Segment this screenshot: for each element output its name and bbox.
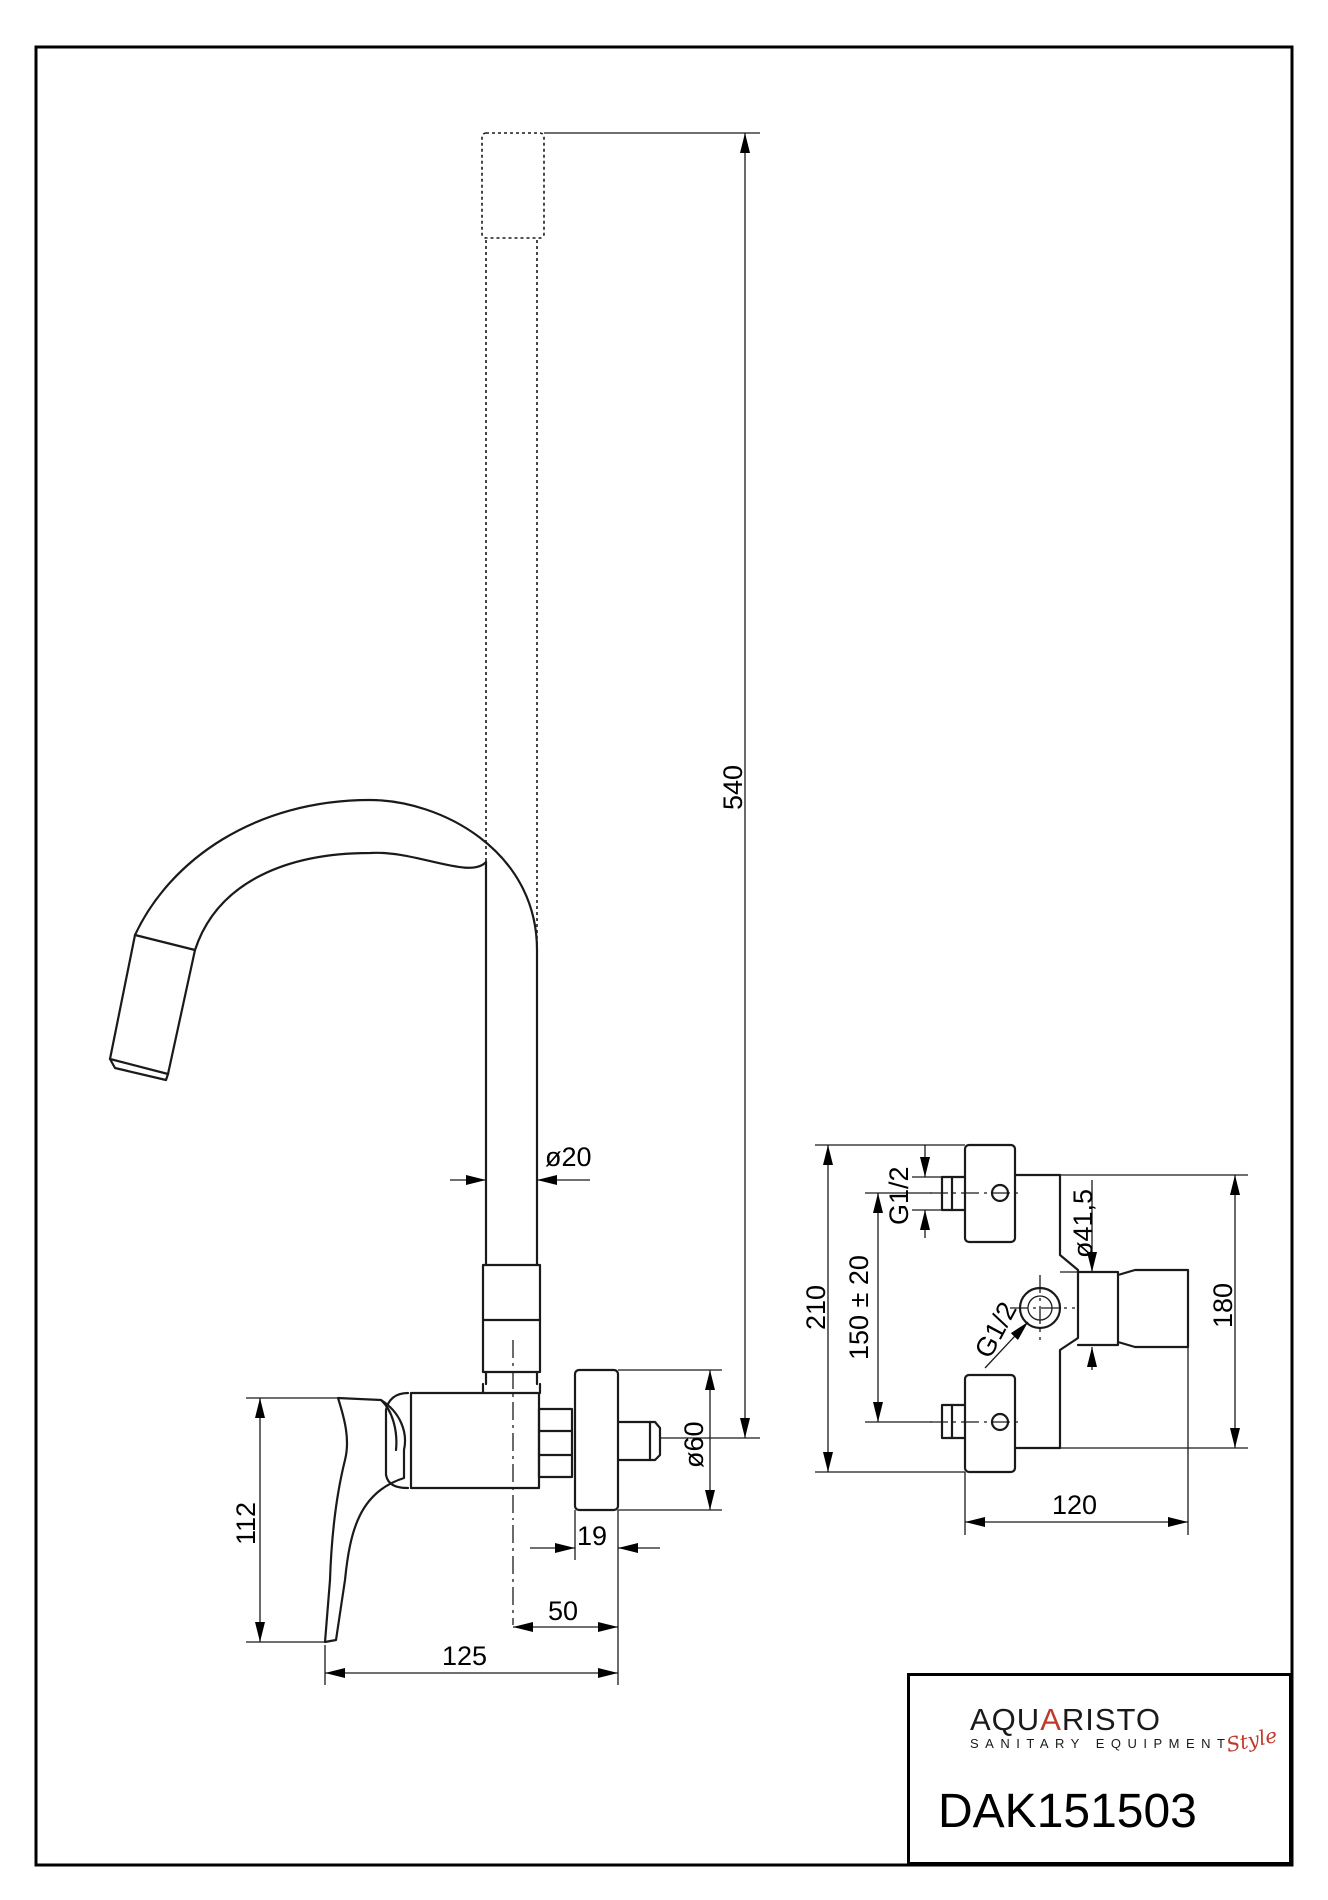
brand-script: Style [1224, 1722, 1280, 1758]
dim-body-height: 180 [1208, 1283, 1238, 1328]
dim-body-width: 120 [1052, 1490, 1097, 1520]
swivel-collar [481, 1263, 542, 1374]
side-body [1013, 1173, 1080, 1450]
aerator [108, 933, 197, 1076]
dim-inlet-spacing: 150 ± 20 [844, 1255, 874, 1360]
dim-connector-length: 19 [577, 1521, 607, 1551]
dim-outlet-diameter: ø41,5 [1068, 1189, 1098, 1258]
brand-tagline: SANITARY EQUIPMENT [970, 1736, 1232, 1751]
front-dimensions: 540 ø20 ø60 112 19 50 125 [231, 132, 760, 1685]
dim-flange-diameter: ø60 [679, 1421, 709, 1468]
dim-total-height: 540 [718, 765, 748, 810]
dim-thread-top: G1/2 [884, 1166, 914, 1225]
side-bottom-flange [963, 1373, 1017, 1474]
mixer-body [409, 1391, 541, 1490]
dim-thread-middle: G1/2 [969, 1297, 1023, 1363]
dim-pipe-diameter: ø20 [545, 1142, 592, 1172]
brand-logo: AQUARISTO [970, 1702, 1162, 1737]
spout-inner [193, 851, 488, 952]
product-code: DAK151503 [938, 1785, 1197, 1838]
lever-handle [323, 1396, 407, 1644]
front-view [108, 132, 662, 1644]
side-view [930, 1143, 1190, 1474]
side-dimensions: 210 150 ± 20 G1/2 G1/2 ø41,5 180 120 [801, 1144, 1248, 1535]
dim-total-depth: 125 [442, 1641, 487, 1671]
wall-flange [573, 1368, 620, 1512]
dim-side-height: 210 [801, 1285, 831, 1330]
connector [616, 1420, 662, 1462]
side-outlet [1116, 1268, 1190, 1349]
drawing-frame [34, 45, 1294, 1867]
hex-nut [537, 1407, 574, 1479]
dim-spout-offset: 50 [548, 1596, 578, 1626]
spout-outer [133, 798, 539, 952]
extension-cap [481, 132, 545, 239]
title-block: AQUARISTO SANITARY EQUIPMENT Style DAK15… [907, 1673, 1292, 1865]
dim-lever-height: 112 [231, 1502, 261, 1545]
